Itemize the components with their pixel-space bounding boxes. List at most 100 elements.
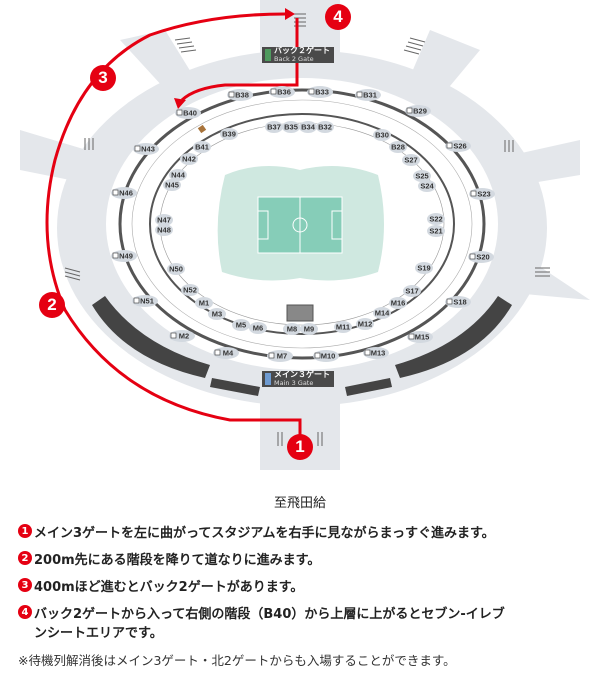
section-m2: M2 <box>169 330 195 342</box>
section-badge <box>155 214 173 226</box>
section-n46: N46 <box>111 187 137 199</box>
section-label: S18 <box>453 298 466 307</box>
section-m11: M11 <box>334 321 352 333</box>
section-n48: N48 <box>155 224 173 236</box>
section-label: B34 <box>301 123 316 132</box>
section-badge <box>195 297 213 309</box>
section-label: S25 <box>415 172 428 181</box>
section-n45: N45 <box>163 179 181 191</box>
section-s22: S22 <box>427 213 445 225</box>
step-number-badge: 3 <box>18 578 32 592</box>
section-m13: M13 <box>363 347 389 359</box>
section-b32: B32 <box>316 121 334 133</box>
stairs-icon <box>176 109 183 116</box>
section-n51: N51 <box>132 295 158 307</box>
section-badge <box>299 121 317 133</box>
section-label: S20 <box>476 253 489 262</box>
section-label: M8 <box>287 325 297 334</box>
section-label: B36 <box>277 88 291 97</box>
route-marker-4: 4 <box>325 4 351 30</box>
section-m10: M10 <box>313 350 339 362</box>
section-label: B38 <box>235 91 249 100</box>
section-s19: S19 <box>415 262 433 274</box>
stairs-icon <box>228 91 235 98</box>
section-b34: B34 <box>299 121 317 133</box>
stairs-icon <box>364 349 371 356</box>
section-label: M15 <box>415 333 430 342</box>
section-n44: N44 <box>169 169 187 181</box>
stairs-icon <box>406 107 413 114</box>
section-s18: S18 <box>445 296 471 308</box>
route-marker-1: 1 <box>287 434 313 460</box>
section-badge <box>163 179 181 191</box>
section-label: M3 <box>212 310 222 319</box>
section-s21: S21 <box>427 225 445 237</box>
section-label: B32 <box>318 123 332 132</box>
stairs-icon <box>112 252 119 259</box>
section-b28: B28 <box>389 141 407 153</box>
stairs-icon <box>446 298 453 305</box>
section-label: M4 <box>223 349 234 358</box>
section-b37: B37 <box>265 121 283 133</box>
upper-concourse-ring <box>118 88 486 360</box>
section-s17: S17 <box>403 285 421 297</box>
stairs-icon <box>470 190 477 197</box>
section-badge <box>220 128 238 140</box>
section-label: M12 <box>358 320 373 329</box>
section-badge <box>169 169 187 181</box>
stairs-icon <box>308 88 315 95</box>
section-b41: B41 <box>193 141 211 153</box>
stairs-icon <box>112 189 119 196</box>
section-label: N50 <box>169 265 183 274</box>
section-badge <box>427 225 445 237</box>
section-b36: B36 <box>269 86 295 98</box>
section-label: M9 <box>304 325 314 334</box>
section-n47: N47 <box>155 214 173 226</box>
section-label: M1 <box>199 299 209 308</box>
section-m9: M9 <box>300 323 318 335</box>
section-m1: M1 <box>195 297 213 309</box>
section-badge <box>180 153 198 165</box>
section-b38: B38 <box>227 89 253 101</box>
section-m4: M4 <box>213 347 239 359</box>
section-label: B35 <box>284 123 298 132</box>
section-badge <box>413 170 431 182</box>
section-b35: B35 <box>282 121 300 133</box>
section-label: B40 <box>183 109 197 118</box>
section-label: N43 <box>141 145 155 154</box>
section-s27: S27 <box>402 154 420 166</box>
stairs-icon <box>170 332 177 339</box>
step-text: 400mほど進むとバック2ゲートがあります。 <box>34 580 304 595</box>
section-label: B33 <box>315 88 329 97</box>
section-badge <box>265 121 283 133</box>
section-m8: M8 <box>283 323 301 335</box>
section-b29: B29 <box>405 105 431 117</box>
section-label: B28 <box>391 143 405 152</box>
section-s20: S20 <box>468 251 494 263</box>
section-n52: N52 <box>181 284 199 296</box>
section-label: S23 <box>477 190 490 199</box>
stairs-icon <box>214 349 221 356</box>
section-badge <box>232 319 250 331</box>
destination-label: 至飛田給 <box>273 496 326 511</box>
section-label: M16 <box>391 299 406 308</box>
stairs-icon <box>408 333 415 340</box>
section-label: B30 <box>375 131 389 140</box>
section-label: M5 <box>236 321 246 330</box>
section-n42: N42 <box>180 153 198 165</box>
section-badge <box>249 322 267 334</box>
section-s26: S26 <box>445 140 471 152</box>
section-m14: M14 <box>373 307 391 319</box>
section-n49: N49 <box>111 250 137 262</box>
section-m15: M15 <box>407 331 433 343</box>
step-text: ンシートエリアです。 <box>34 626 163 641</box>
section-label: N52 <box>183 286 197 295</box>
section-label: N47 <box>157 216 171 225</box>
section-label: M2 <box>179 332 189 341</box>
stairs-icon <box>270 88 277 95</box>
section-b39: B39 <box>220 128 238 140</box>
